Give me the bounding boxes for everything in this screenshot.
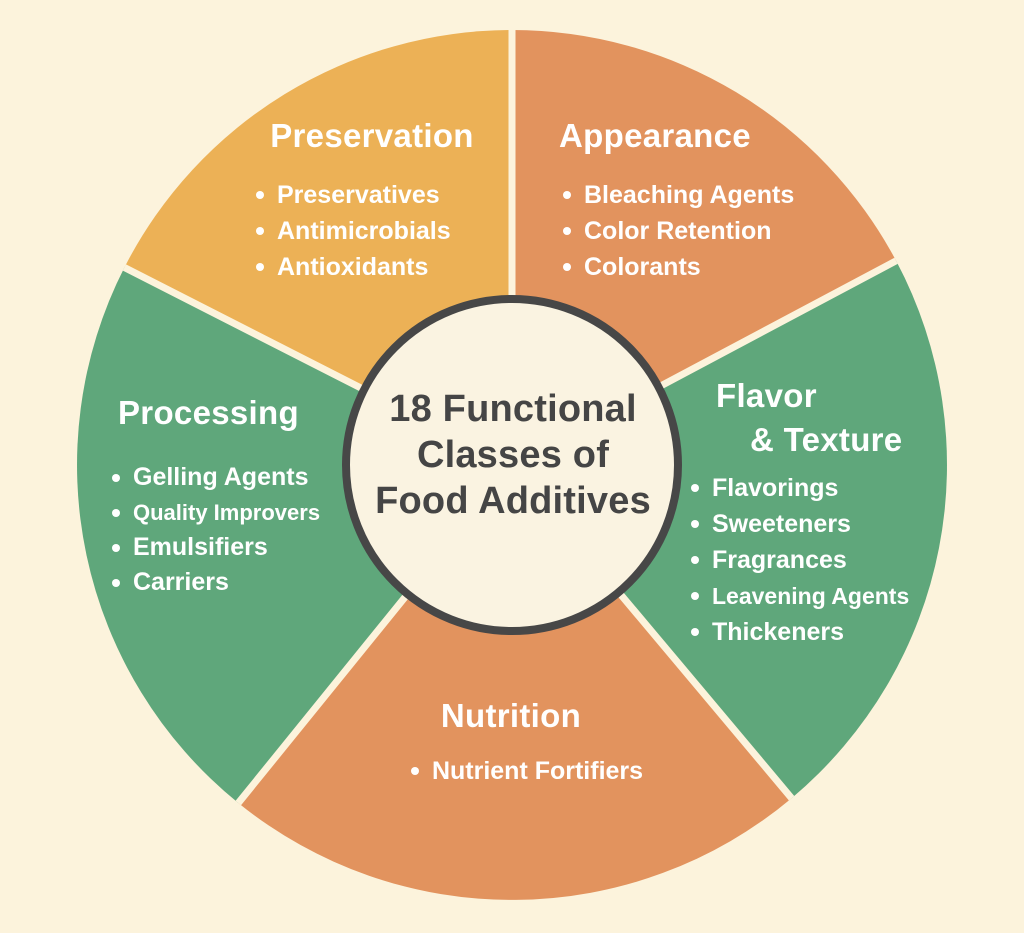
segment-appearance-title: Appearance: [559, 117, 751, 154]
list-item: Colorants: [563, 249, 794, 285]
list-item-label: Fragrances: [712, 545, 847, 574]
title-line: & Texture: [750, 421, 903, 458]
list-item-label: Thickeners: [712, 617, 845, 646]
list-item-label: Antimicrobials: [277, 216, 451, 245]
list-item-label: Colorants: [584, 252, 701, 281]
list-item: Carriers: [112, 565, 320, 600]
list-item: Antioxidants: [256, 249, 451, 285]
list-item-label: Gelling Agents: [133, 463, 309, 491]
bullet-icon: [112, 578, 120, 587]
bullet-icon: [563, 227, 571, 235]
bullet-icon: [563, 191, 571, 199]
bullet-icon: [112, 508, 120, 517]
segment-processing-items: Gelling Agents Quality Improvers Emulsif…: [112, 460, 320, 600]
segment-nutrition-items: Nutrient Fortifiers: [387, 753, 667, 789]
bullet-icon: [256, 263, 264, 271]
wedge-processing: [77, 267, 512, 803]
segment-processing-title: Processing: [118, 394, 299, 431]
segment-flavor-texture-items: Flavorings Sweeteners Fragrances Leaveni…: [691, 470, 909, 650]
center-title-line: 18 Functional: [389, 388, 637, 430]
center-title-line: Food Additives: [375, 480, 651, 522]
center-circle: [342, 295, 682, 635]
list-item-label: Antioxidants: [277, 252, 429, 281]
list-item-label: Sweeteners: [712, 509, 851, 538]
list-item-label: Leavening Agents: [712, 582, 910, 609]
list-item: Thickeners: [691, 614, 909, 650]
list-item: Color Retention: [563, 213, 794, 249]
list-item: Antimicrobials: [256, 213, 451, 249]
list-item-label: Color Retention: [584, 216, 772, 245]
bullet-icon: [112, 473, 120, 482]
title-line: Flavor: [716, 377, 817, 414]
bullet-icon: [112, 543, 120, 552]
list-item: Emulsifiers: [112, 530, 320, 565]
segment-appearance-items: Bleaching Agents Color Retention Coloran…: [563, 177, 794, 285]
wedge-nutrition: [238, 465, 792, 900]
list-item-label: Carriers: [133, 568, 229, 596]
list-item: Nutrient Fortifiers: [410, 753, 644, 789]
list-item-label: Quality Improvers: [133, 499, 321, 525]
bullet-icon: [410, 767, 419, 775]
bullet-icon: [563, 263, 571, 271]
list-item-label: Nutrient Fortifiers: [431, 756, 644, 785]
list-item-label: Emulsifiers: [133, 533, 268, 561]
bullet-icon: [256, 227, 264, 235]
bullet-icon: [691, 556, 699, 564]
wedge-flavor-texture: [512, 260, 947, 799]
list-item-label: Bleaching Agents: [584, 180, 795, 209]
bullet-icon: [256, 191, 264, 199]
bullet-icon: [691, 520, 699, 528]
list-item: Preservatives: [256, 177, 451, 213]
bullet-icon: [691, 628, 699, 636]
list-item: Leavening Agents: [691, 578, 909, 614]
center-title-line: Classes of: [416, 434, 610, 476]
wedge-gap-lines: [122, 30, 898, 806]
center-title: 18 Functional Classes of Food Additives: [333, 386, 693, 524]
segment-preservation-items: Preservatives Antimicrobials Antioxidant…: [256, 177, 451, 285]
list-item: Flavorings: [691, 470, 909, 506]
bullet-icon: [691, 484, 699, 492]
list-item: Sweeteners: [691, 506, 909, 542]
segment-preservation-title: Preservation: [270, 117, 474, 154]
list-item: Gelling Agents: [112, 460, 320, 495]
list-item: Fragrances: [691, 542, 909, 578]
segment-flavor-texture-title: Flavor & Texture: [716, 374, 902, 462]
bullet-icon: [691, 592, 699, 600]
list-item-label: Flavorings: [712, 473, 839, 502]
list-item-label: Preservatives: [277, 180, 440, 209]
list-item: Quality Improvers: [112, 495, 320, 530]
segment-nutrition-title: Nutrition: [440, 697, 582, 734]
list-item: Bleaching Agents: [563, 177, 794, 213]
